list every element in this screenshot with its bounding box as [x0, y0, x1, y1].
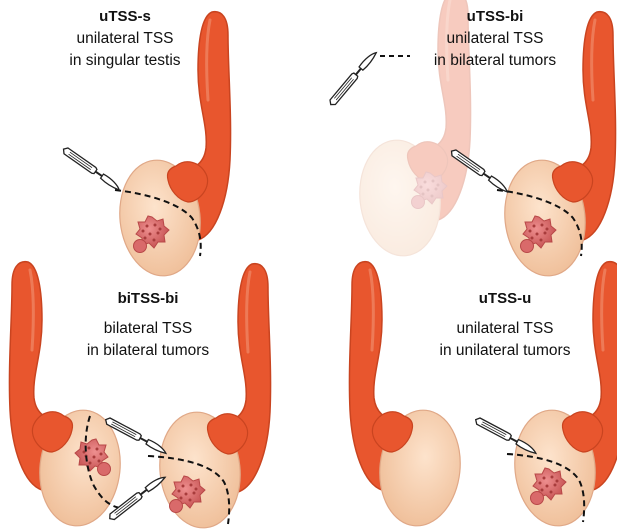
tumor-dot — [98, 460, 101, 463]
panel-label-uTSS-s: uTSS-s unilateral TSS in singular testis — [40, 6, 210, 72]
tumor-dot — [424, 181, 427, 184]
tumor-dot — [178, 490, 181, 493]
tumor-dot — [157, 232, 160, 235]
panel-label-uTSS-bi: uTSS-bi unilateral TSS in bilateral tumo… — [400, 6, 590, 72]
panel-line2: in bilateral tumors — [400, 50, 590, 72]
tumor-dot — [88, 447, 91, 450]
panel-title: uTSS-bi — [400, 6, 590, 28]
tumor-dot — [543, 477, 546, 480]
tumor-dot — [551, 476, 554, 479]
tumor-dot — [531, 237, 534, 240]
tumor-dot — [180, 497, 183, 500]
tumor-dot — [541, 224, 544, 227]
tumor-dot — [536, 233, 539, 236]
tumor-dot — [544, 232, 547, 235]
panel-title: biTSS-bi — [58, 288, 238, 310]
scalpel-shape — [328, 49, 378, 106]
tumor-dot — [185, 493, 188, 496]
tumor-dot — [556, 480, 559, 483]
tumor-dot — [420, 186, 423, 189]
panel-title: uTSS-u — [415, 288, 595, 310]
tumor-dot — [422, 193, 425, 196]
tumor-dot — [100, 453, 103, 456]
scalpel-panel2-left — [328, 49, 378, 106]
tumor-dot — [142, 230, 145, 233]
tumor-nodule — [134, 240, 147, 253]
tumor-dot — [432, 180, 435, 183]
tumor-dot — [159, 228, 162, 231]
tumor-dot — [541, 489, 544, 492]
panel-line1: unilateral TSS — [400, 28, 590, 50]
tumor-dot — [435, 188, 438, 191]
tumor-dot — [195, 488, 198, 491]
tumor-dot — [144, 237, 147, 240]
panel-line2: in unilateral tumors — [415, 340, 595, 362]
scalpel-panel1 — [62, 146, 123, 191]
tumor-dot — [93, 456, 96, 459]
panel-title: uTSS-s — [40, 6, 210, 28]
scalpel-shape — [62, 146, 123, 191]
tumor-dot — [96, 448, 99, 451]
tumor-dot — [546, 485, 549, 488]
tumor-nodule — [170, 500, 183, 513]
tumor-dot — [427, 189, 430, 192]
tumor-dot — [190, 484, 193, 487]
tumor-dot — [533, 225, 536, 228]
tumor-dot — [546, 228, 549, 231]
tumor-dot — [550, 491, 553, 494]
tumor-dot — [437, 184, 440, 187]
panel-label-biTSS-bi: biTSS-bi bilateral TSS in bilateral tumo… — [58, 288, 238, 362]
tumor-dot — [539, 482, 542, 485]
panel-line1: bilateral TSS — [58, 318, 238, 340]
tumor-dot — [149, 233, 152, 236]
tumor-nodule — [412, 196, 425, 209]
tumor-dot — [154, 224, 157, 227]
panel-line2: in singular testis — [40, 50, 210, 72]
panel-line1: unilateral TSS — [415, 318, 595, 340]
tumor-dot — [431, 195, 434, 198]
tumor-dot — [153, 239, 156, 242]
tumor-dot — [529, 230, 532, 233]
panel-label-uTSS-u: uTSS-u unilateral TSS in unilateral tumo… — [415, 288, 595, 362]
tumor-dot — [89, 462, 92, 465]
tumor-nodule — [531, 492, 544, 505]
tumor-dot — [554, 484, 557, 487]
tumor-dot — [189, 499, 192, 502]
panel-line1: unilateral TSS — [40, 28, 210, 50]
tumor-dot — [182, 485, 185, 488]
tumor-nodule — [98, 463, 111, 476]
panel-line2: in bilateral tumors — [58, 340, 238, 362]
tumor-dot — [540, 239, 543, 242]
tumor-dot — [146, 225, 149, 228]
tumor-dot — [193, 492, 196, 495]
tumor-nodule — [521, 240, 534, 253]
